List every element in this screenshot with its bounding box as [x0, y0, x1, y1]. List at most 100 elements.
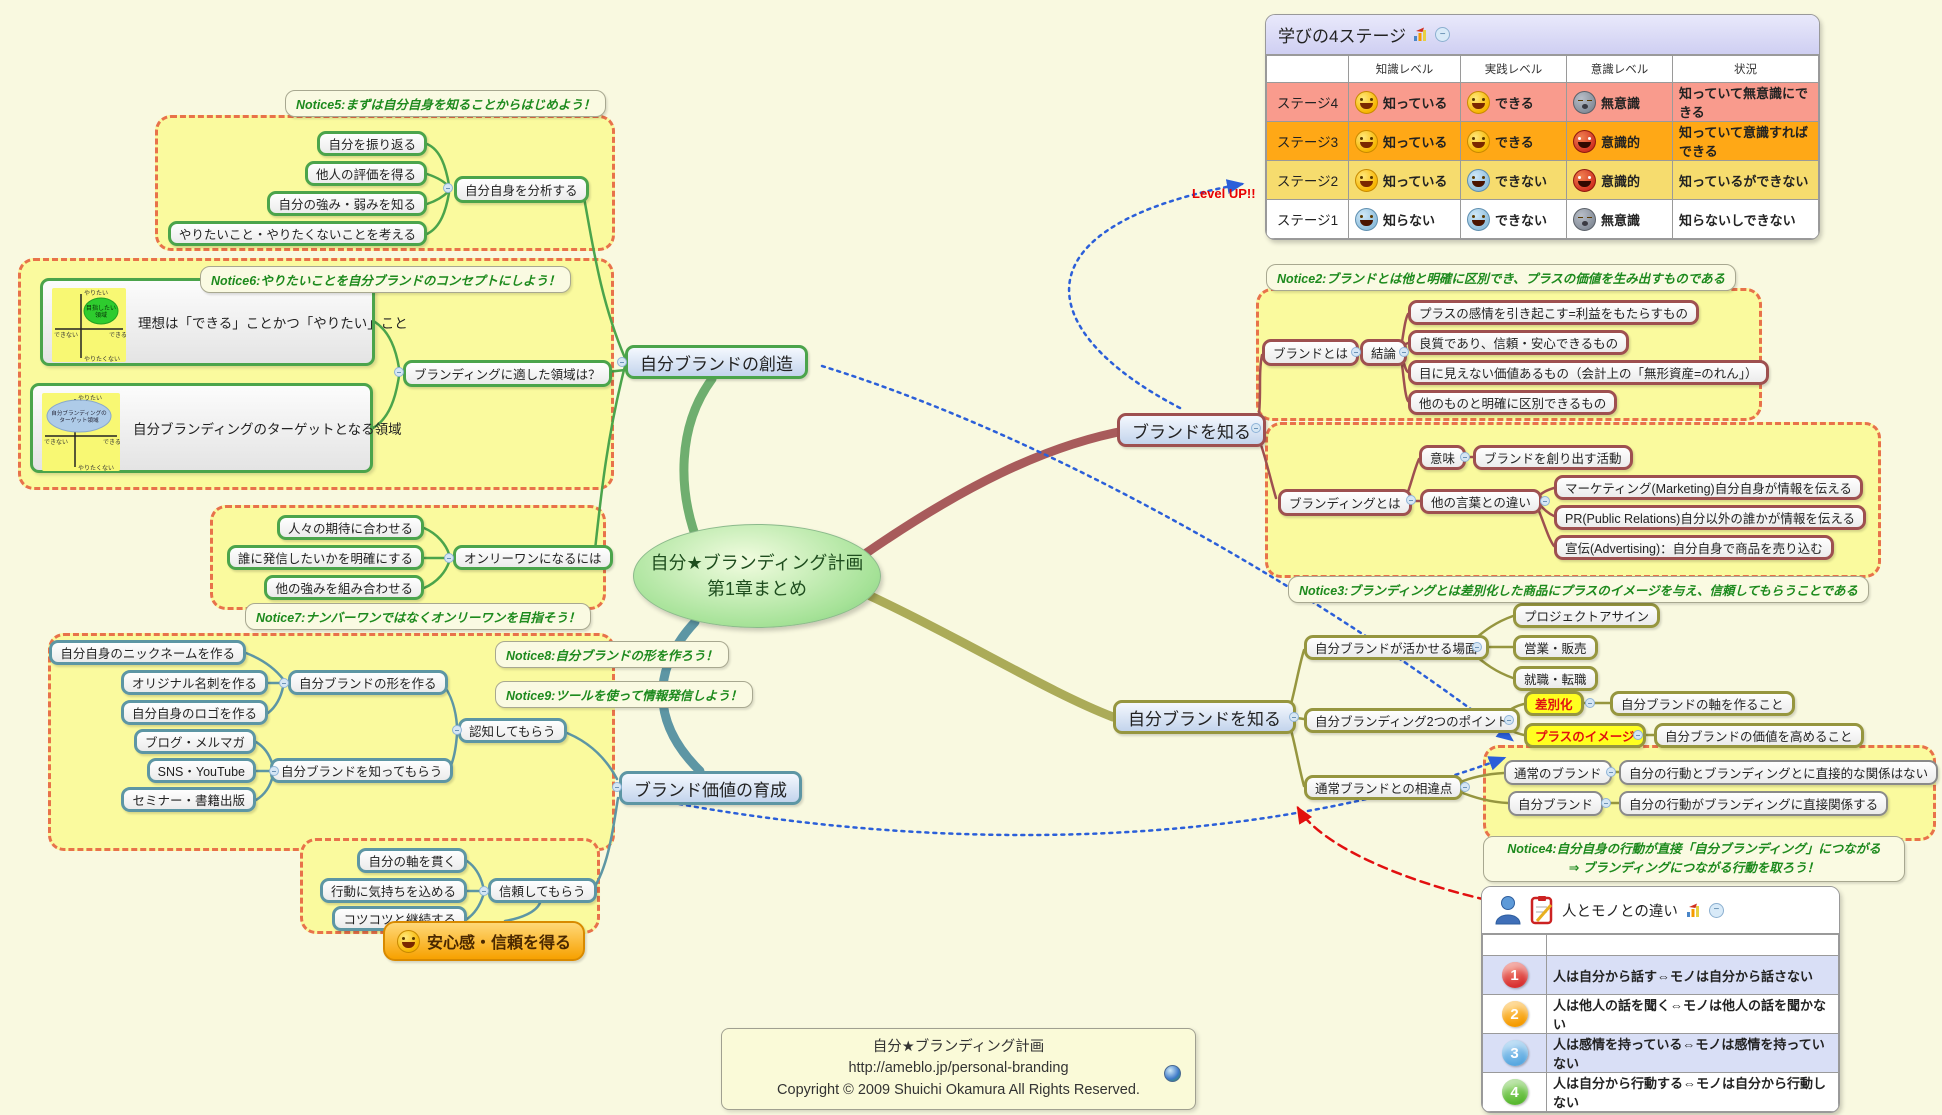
node-souiten[interactable]: 通常ブランドとの相違点 [1304, 775, 1464, 800]
junction-collapse-icon[interactable] [1606, 767, 1616, 777]
junction-collapse-icon[interactable] [1460, 782, 1470, 792]
node-blog[interactable]: ブログ・メルマガ [133, 729, 256, 754]
stage-col-knowledge: 知識レベル [1348, 55, 1461, 83]
node-katachi[interactable]: 自分ブランドの形を作る [288, 670, 448, 695]
junction-collapse-icon[interactable] [1251, 423, 1261, 433]
junction-collapse-icon[interactable] [1351, 347, 1361, 357]
node-kimochi[interactable]: 行動に気持ちを込める [319, 878, 467, 903]
node-kubetsu[interactable]: 他のものと明確に区別できるもの [1408, 390, 1618, 415]
junction-collapse-icon[interactable] [1289, 712, 1299, 722]
node-kitai[interactable]: 人々の期待に合わせる [276, 515, 424, 540]
junction-collapse-icon[interactable] [394, 367, 404, 377]
footer-url[interactable]: http://ameblo.jp/personal-branding [848, 1060, 1069, 1077]
node-jiku[interactable]: 自分の軸を貫く [357, 848, 467, 873]
node-onlyone[interactable]: オンリーワンになるには [453, 545, 613, 570]
junction-collapse-icon[interactable] [444, 553, 454, 563]
node-pr[interactable]: PR(Public Relations)自分以外の誰かが情報を伝える [1554, 505, 1866, 530]
node-jibun-brand[interactable]: 自分ブランド [1508, 791, 1604, 816]
svg-text:目指したい: 目指したい [86, 304, 116, 312]
node-jiku-tsukuru[interactable]: 自分ブランドの軸を作ること [1610, 691, 1795, 716]
svg-text:やりたい: やりたい [84, 289, 108, 297]
node-two-points[interactable]: 自分ブランディング2つのポイント [1304, 708, 1520, 733]
junction-collapse-icon[interactable] [1399, 347, 1409, 357]
node-target-ryouiki[interactable]: 自分ブランディングの ターゲット領域 やりたい やりたくない できない できる … [30, 383, 402, 473]
node-ninchi[interactable]: 認知してもらう [458, 718, 567, 743]
junction-collapse-icon[interactable] [612, 782, 622, 792]
junction-collapse-icon[interactable] [1585, 698, 1595, 708]
junction-collapse-icon[interactable] [1504, 715, 1514, 725]
node-shinrai[interactable]: 信頼してもらう [488, 878, 597, 903]
node-anshin[interactable]: 安心感・信頼を得る [383, 921, 586, 961]
notice7-callout[interactable]: Notice7:ナンバーワンではなくオンリーワンを目指そう！ [245, 603, 592, 630]
node-jibun-desc[interactable]: 自分の行動がブランディングに直接関係する [1619, 791, 1889, 816]
node-dare[interactable]: 誰に発信したいかを明確にする [226, 545, 424, 570]
junction-collapse-icon[interactable] [617, 357, 627, 367]
node-kumiawase[interactable]: 他の強みを組み合わせる [264, 575, 424, 600]
junction-collapse-icon[interactable] [1460, 452, 1470, 462]
node-nickname[interactable]: 自分自身のニックネームを作る [49, 640, 246, 665]
stage-table-title: 学びの4ステージ [1278, 27, 1407, 46]
node-seminar[interactable]: セミナー・書籍出版 [121, 787, 256, 812]
node-logo[interactable]: 自分自身のロゴを作る [120, 700, 268, 725]
notice5-callout[interactable]: Notice5:まずは自分自身を知ることからはじめよう！ [285, 90, 607, 117]
collapse-minus-icon[interactable]: − [1708, 902, 1724, 918]
junction-collapse-icon[interactable] [279, 678, 289, 688]
notice9-callout[interactable]: Notice9:ツールを使って情報発信しよう！ [495, 681, 754, 708]
node-furikaeru[interactable]: 自分を振り返る [317, 131, 427, 156]
junction-collapse-icon[interactable] [1633, 730, 1643, 740]
node-kachi-takameru[interactable]: 自分ブランドの価値を高めること [1654, 723, 1864, 748]
branch-nurture[interactable]: ブランド価値の育成 [619, 771, 802, 805]
node-ikaseru[interactable]: 自分ブランドが活かせる場面 [1304, 635, 1489, 660]
svg-text:ターゲット領域: ターゲット領域 [59, 416, 99, 424]
central-topic-line2: 第1章まとめ [706, 579, 807, 599]
bar-chart-icon [1414, 27, 1427, 41]
junction-collapse-icon[interactable] [1540, 496, 1550, 506]
node-hyouka[interactable]: 他人の評価を得る [304, 161, 427, 186]
junction-collapse-icon[interactable] [443, 183, 453, 193]
node-ryoushitsu[interactable]: 良質であり、信頼・安心できるもの [1408, 330, 1630, 355]
junction-collapse-icon[interactable] [452, 725, 462, 735]
node-senden[interactable]: 宣伝(Advertising)：自分自身で商品を売り込む [1554, 535, 1834, 560]
node-shushoku[interactable]: 就職・転職 [1513, 666, 1598, 691]
node-marketing[interactable]: マーケティング(Marketing)自分自身が情報を伝える [1554, 475, 1863, 500]
node-meishi[interactable]: オリジナル名刺を作る [120, 670, 268, 695]
node-sabetsuka[interactable]: 差別化 [1524, 691, 1584, 716]
notice8-callout[interactable]: Notice8:自分ブランドの形を作ろう！ [495, 641, 729, 668]
node-sns[interactable]: SNS・YouTube [146, 758, 256, 783]
stage-col-practice: 実践レベル [1460, 55, 1567, 83]
node-imi[interactable]: 意味 [1419, 445, 1467, 470]
junction-collapse-icon[interactable] [479, 886, 489, 896]
node-bunseki[interactable]: 自分自身を分析する [454, 176, 589, 203]
node-brand-toha[interactable]: ブランドとは [1262, 339, 1360, 366]
node-tsujou-desc[interactable]: 自分の行動とブランディングとに直接的な関係はない [1619, 760, 1939, 785]
node-kotoba-chigai[interactable]: 他の言葉との違い [1420, 489, 1542, 514]
node-plus-kanjou[interactable]: プラスの感情を引き起こす=利益をもたらすもの [1408, 300, 1700, 325]
node-tsukuridasu[interactable]: ブランドを創り出す活動 [1473, 445, 1633, 470]
node-plus-image[interactable]: プラスのイメージ [1524, 723, 1646, 748]
notice6-callout[interactable]: Notice6:やりたいことを自分ブランドのコンセプトにしよう！ [200, 266, 572, 293]
footer-copyright: Copyright © 2009 Shuichi Okamura All Rig… [777, 1081, 1140, 1098]
node-shittemorau[interactable]: 自分ブランドを知ってもらう [270, 758, 454, 783]
node-branding-toha[interactable]: ブランディングとは [1278, 489, 1412, 516]
branch-creation[interactable]: 自分ブランドの創造 [625, 345, 808, 379]
node-ketsuron[interactable]: 結論 [1360, 339, 1408, 366]
node-tekishita[interactable]: ブランディングに適した領域は？ [403, 360, 612, 387]
node-yaritai[interactable]: やりたいこと・やりたくないことを考える [167, 221, 427, 246]
junction-collapse-icon[interactable] [1601, 798, 1611, 808]
central-topic[interactable]: 自分★ブランディング計画 第1章まとめ [633, 524, 881, 628]
node-project[interactable]: プロジェクトアサイン [1513, 603, 1661, 628]
notice3-callout[interactable]: Notice3:ブランディングとは差別化した商品にプラスのイメージを与え、信頼し… [1288, 576, 1869, 603]
notice2-callout[interactable]: Notice2:ブランドとは他と明確に区別でき、プラスの価値を生み出すものである [1266, 264, 1737, 291]
node-tsuyomi[interactable]: 自分の強み・弱みを知る [267, 191, 427, 216]
collapse-minus-icon[interactable]: − [1435, 27, 1451, 42]
stage-col-empty [1266, 55, 1349, 83]
node-mienai[interactable]: 目に見えない価値あるもの（会計上の「無形資産=のれん」） [1408, 360, 1769, 385]
branch-know-self-brand[interactable]: 自分ブランドを知る [1113, 700, 1296, 734]
node-eigyo[interactable]: 営業・販売 [1513, 635, 1598, 660]
junction-collapse-icon[interactable] [269, 766, 279, 776]
branch-know-brand[interactable]: ブランドを知る [1117, 413, 1266, 447]
notice4-callout[interactable]: Notice4:自分自身の行動が直接「自分ブランディング」につながる ⇒ ブラン… [1483, 836, 1905, 882]
junction-collapse-icon[interactable] [1472, 642, 1482, 652]
node-tsujou-brand[interactable]: 通常のブランド [1504, 760, 1612, 785]
junction-collapse-icon[interactable] [1406, 495, 1416, 505]
